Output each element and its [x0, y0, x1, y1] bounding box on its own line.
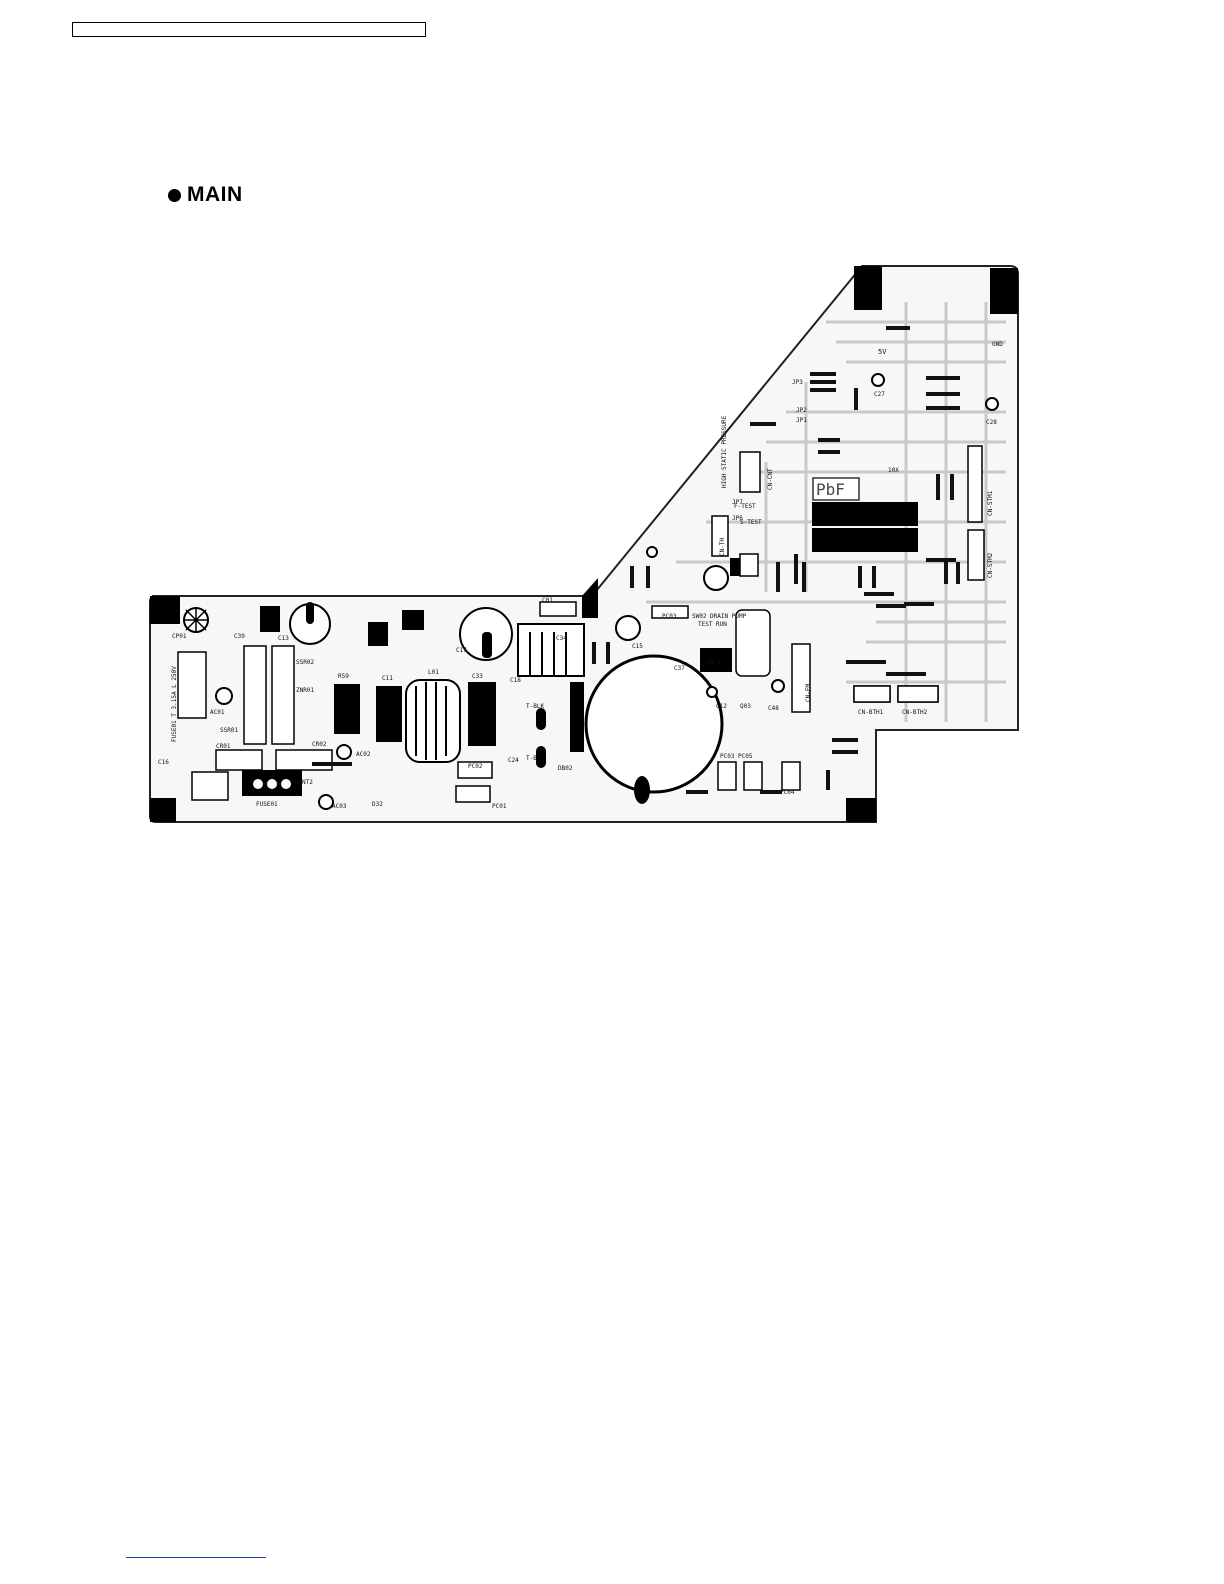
- component-labels: CN-BTH1 CN-BTH2 CN-V DB02 T-BLK T-BLK C3…: [158, 341, 1003, 810]
- svg-text:C24: C24: [508, 757, 519, 764]
- svg-text:PC03 PC05: PC03 PC05: [720, 753, 753, 760]
- pbf-label: PbF: [816, 480, 845, 499]
- svg-text:PC01: PC01: [492, 803, 507, 810]
- svg-text:CN-TH: CN-TH: [719, 538, 726, 556]
- cn-bth-connectors: [853, 685, 939, 703]
- pbf-marking: PbF: [812, 477, 860, 501]
- svg-text:CR01: CR01: [216, 743, 231, 750]
- svg-text:CP01: CP01: [172, 633, 187, 640]
- svg-text:C15: C15: [632, 643, 643, 650]
- svg-text:F-TEST: F-TEST: [734, 503, 756, 510]
- small-symbols: [215, 373, 999, 810]
- svg-text:CN-V: CN-V: [706, 659, 721, 666]
- svg-text:CN-STM1: CN-STM1: [987, 490, 994, 516]
- trace-pattern: [646, 302, 1006, 722]
- svg-text:Q03: Q03: [740, 703, 751, 710]
- section-title: MAIN: [187, 183, 243, 206]
- svg-text:C16: C16: [158, 759, 169, 766]
- svg-text:PC02: PC02: [468, 763, 483, 770]
- svg-text:FUSE01 T 3.15A L 250V: FUSE01 T 3.15A L 250V: [171, 666, 178, 742]
- svg-text:CN-FM: CN-FM: [805, 684, 812, 702]
- relay-components: [242, 558, 746, 796]
- svg-text:HIGH STATIC PRESSURE: HIGH STATIC PRESSURE: [721, 415, 728, 488]
- svg-text:C01: C01: [542, 597, 553, 604]
- pcb-layout-diagram: PbF: [149, 265, 1019, 823]
- svg-text:C37: C37: [674, 665, 685, 672]
- svg-text:AC01: AC01: [210, 709, 225, 716]
- footer-rule: [126, 1557, 266, 1558]
- svg-text:C27: C27: [874, 391, 885, 398]
- svg-text:PC04: PC04: [780, 789, 795, 796]
- svg-text:S-TEST: S-TEST: [740, 519, 762, 526]
- svg-text:SW02 DRAIN PUMP: SW02 DRAIN PUMP: [692, 613, 747, 620]
- svg-text:JP2: JP2: [796, 407, 807, 414]
- svg-text:D32: D32: [372, 801, 383, 808]
- svg-text:L01: L01: [428, 669, 439, 676]
- mounting-pads: [150, 266, 1018, 822]
- svg-text:C13: C13: [278, 635, 289, 642]
- svg-text:C12: C12: [716, 703, 727, 710]
- svg-text:JP3: JP3: [792, 379, 803, 386]
- svg-text:5V: 5V: [878, 348, 887, 356]
- svg-text:C11: C11: [382, 675, 393, 682]
- svg-text:GND: GND: [992, 341, 1003, 348]
- ic-block-lower: [812, 528, 918, 552]
- svg-text:SSR02: SSR02: [296, 659, 314, 666]
- coil-l01: [405, 679, 461, 763]
- heatsink: [517, 623, 585, 677]
- svg-text:SSR01: SSR01: [220, 727, 238, 734]
- svg-text:CN-STM2: CN-STM2: [987, 552, 994, 578]
- svg-text:10X: 10X: [888, 467, 899, 474]
- sw02-test-run-button: [703, 565, 729, 591]
- section-heading: MAIN: [168, 183, 243, 207]
- svg-text:AC02: AC02: [356, 751, 371, 758]
- svg-text:C17: C17: [456, 647, 467, 654]
- ic-block-upper: [812, 502, 918, 526]
- svg-text:C33: C33: [472, 673, 483, 680]
- svg-text:C39: C39: [234, 633, 245, 640]
- svg-text:AC03: AC03: [332, 803, 347, 810]
- svg-text:C48: C48: [768, 705, 779, 712]
- svg-text:CN-BTH2: CN-BTH2: [902, 709, 928, 716]
- svg-text:C34: C34: [556, 635, 567, 642]
- section-bullet-icon: [168, 188, 181, 202]
- smd-parts: [312, 326, 960, 794]
- svg-text:JP6: JP6: [732, 515, 743, 522]
- svg-text:JP1: JP1: [796, 417, 807, 424]
- svg-text:CN-BTH1: CN-BTH1: [858, 709, 884, 716]
- capacitor-c37-lead: [634, 776, 650, 804]
- svg-text:T-BLK: T-BLK: [526, 755, 544, 762]
- svg-text:C18: C18: [510, 677, 521, 684]
- svg-text:C28: C28: [986, 419, 997, 426]
- svg-text:JP7: JP7: [732, 499, 743, 506]
- svg-text:DB02: DB02: [558, 765, 573, 772]
- capacitor-c15: [615, 615, 641, 641]
- svg-text:R59: R59: [338, 673, 349, 680]
- svg-text:TEST RUN: TEST RUN: [698, 621, 727, 628]
- svg-text:CN-CNT: CN-CNT: [767, 468, 774, 490]
- svg-text:CN-DRNT2: CN-DRNT2: [284, 779, 313, 786]
- header-box: [72, 22, 426, 37]
- svg-text:FUSE01: FUSE01: [256, 801, 278, 808]
- capacitor-c37: [584, 654, 724, 794]
- svg-text:ZNR01: ZNR01: [296, 687, 314, 694]
- svg-text:T-BLK: T-BLK: [526, 703, 544, 710]
- svg-text:PC03: PC03: [662, 613, 677, 620]
- svg-text:CR02: CR02: [312, 741, 327, 748]
